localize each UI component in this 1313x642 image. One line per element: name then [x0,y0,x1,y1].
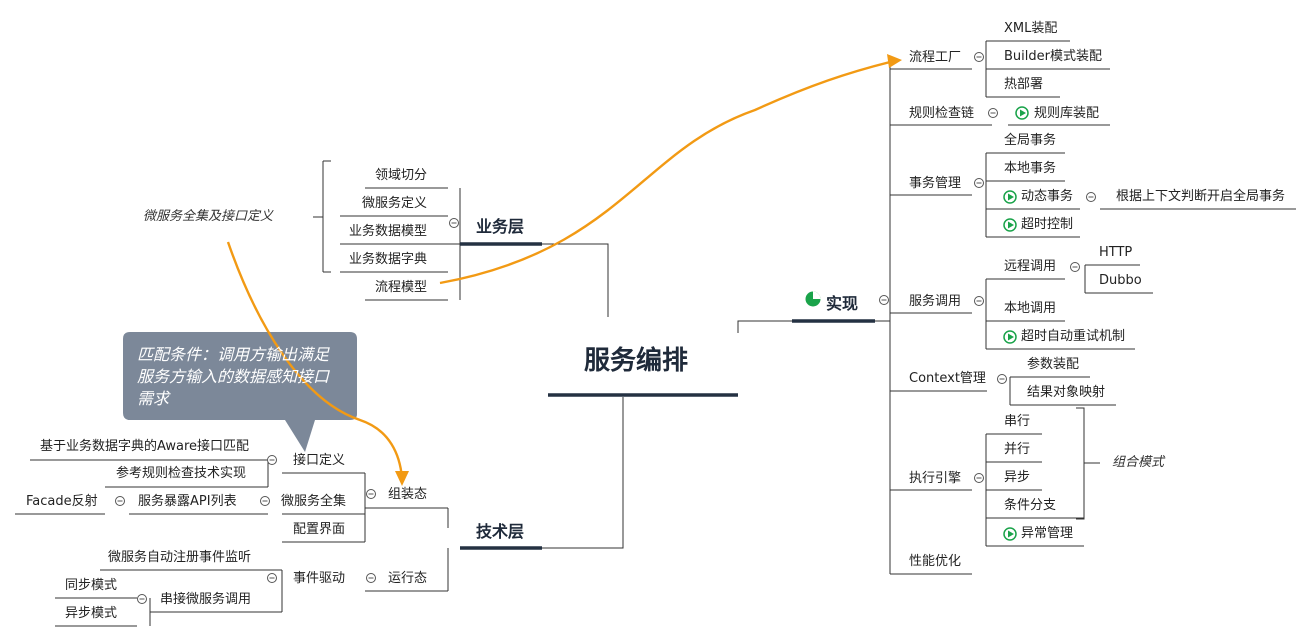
assembly-topic[interactable]: 组装态 [388,487,428,502]
dynamic-tx[interactable]: 动态事务 [1021,189,1074,204]
rule-library-assembly[interactable]: 规则库装配 [1034,106,1100,121]
xml-assembly[interactable]: XML装配 [1004,21,1058,36]
auto-retry[interactable]: 超时自动重试机制 [1021,329,1126,344]
serial-exec[interactable]: 串行 [1004,414,1031,429]
builder-assembly[interactable]: Builder模式装配 [1004,49,1102,64]
local-call[interactable]: 本地调用 [1004,301,1057,316]
business-summary[interactable]: 微服务全集及接口定义 [143,209,274,224]
chain-microservice-call[interactable]: 串接微服务调用 [160,592,252,607]
async-mode[interactable]: 异步模式 [65,606,118,621]
local-tx[interactable]: 本地事务 [1004,161,1057,176]
rule-check-impl[interactable]: 参考规则检查技术实现 [116,466,247,481]
callout-line-1: 匹配条件：调用方输出满足 [137,345,330,364]
business-layer-topic[interactable]: 业务层 [476,217,525,236]
impl-topic[interactable]: 实现 [826,294,859,313]
business-item-data-dict[interactable]: 业务数据字典 [349,252,428,267]
transaction-mgmt[interactable]: 事务管理 [909,176,962,191]
parallel-exec[interactable]: 并行 [1004,442,1031,457]
business-item-service-def[interactable]: 微服务定义 [362,196,428,211]
callout-line-2: 服务方输入的数据感知接口 [137,367,330,386]
remote-call[interactable]: 远程调用 [1004,259,1057,274]
performance-opt[interactable]: 性能优化 [909,554,962,569]
global-tx[interactable]: 全局事务 [1004,133,1057,148]
business-item-domain[interactable]: 领域切分 [375,168,428,183]
execution-engine[interactable]: 执行引擎 [909,471,962,486]
auto-register-listener[interactable]: 微服务自动注册事件监听 [108,550,252,565]
callout-line-3: 需求 [137,389,170,408]
tech-layer-topic[interactable]: 技术层 [476,522,525,541]
business-item-data-model[interactable]: 业务数据模型 [349,224,428,239]
sync-mode[interactable]: 同步模式 [65,578,118,593]
config-ui[interactable]: 配置界面 [293,522,346,537]
service-api-list[interactable]: 服务暴露API列表 [138,494,237,509]
root-topic[interactable]: 服务编排 [584,346,689,376]
business-item-flow-model[interactable]: 流程模型 [375,280,428,295]
result-mapping[interactable]: 结果对象映射 [1027,385,1106,400]
runtime-topic[interactable]: 运行态 [388,571,428,586]
async-exec[interactable]: 异步 [1004,470,1031,485]
dubbo-call[interactable]: Dubbo [1099,273,1142,288]
service-call[interactable]: 服务调用 [909,294,962,309]
hot-deploy[interactable]: 热部署 [1004,77,1044,92]
microservice-set[interactable]: 微服务全集 [281,494,347,509]
dynamic-tx-note[interactable]: 根据上下文判断开启全局事务 [1116,189,1286,204]
callout-note: 匹配条件：调用方输出满足 服务方输入的数据感知接口 需求 [137,344,329,410]
context-mgmt[interactable]: Context管理 [909,371,986,386]
combination-mode[interactable]: 组合模式 [1112,455,1165,470]
exception-mgmt[interactable]: 异常管理 [1021,526,1074,541]
conditional-branch[interactable]: 条件分支 [1004,498,1057,513]
event-driven[interactable]: 事件驱动 [293,571,346,586]
timeout-control[interactable]: 超时控制 [1021,217,1074,232]
interface-def[interactable]: 接口定义 [293,453,346,468]
rule-check-chain[interactable]: 规则检查链 [909,106,975,121]
param-assembly[interactable]: 参数装配 [1027,357,1080,372]
facade-reflection[interactable]: Facade反射 [26,494,98,509]
http-call[interactable]: HTTP [1099,245,1133,260]
aware-interface-match[interactable]: 基于业务数据字典的Aware接口匹配 [40,439,250,454]
flow-factory[interactable]: 流程工厂 [909,50,962,65]
